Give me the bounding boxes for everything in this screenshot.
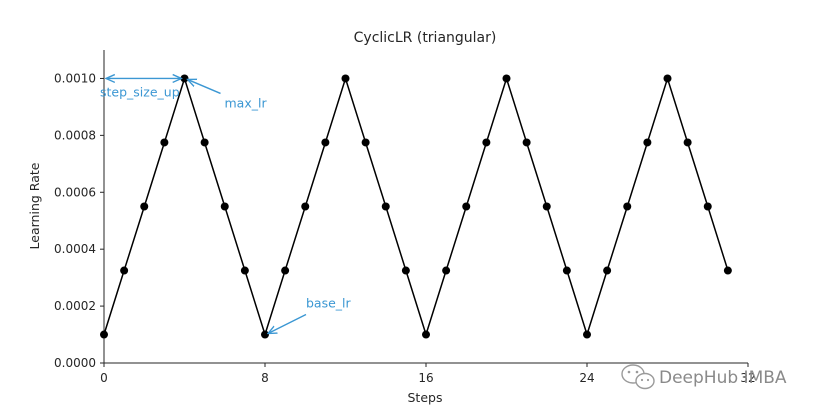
base-lr-arrow [268, 313, 307, 334]
ticks-group: 0 8 16 24 32 0.0000 0.0002 0.0004 0.0006 0.0008 0.… [54, 71, 756, 385]
max-lr-arrow [188, 79, 221, 95]
y-tick-label: 0.0000 [54, 356, 96, 370]
x-tick-label: 16 [418, 371, 433, 385]
step-size-up-label: step_size_up [100, 84, 180, 99]
data-point [462, 202, 471, 211]
series-line [103, 75, 729, 338]
data-point [321, 138, 330, 147]
data-point [663, 74, 672, 83]
y-tick-label: 0.0006 [54, 185, 96, 199]
data-point [180, 74, 189, 83]
x-tick-label: 32 [740, 371, 755, 385]
data-point [301, 202, 310, 211]
y-tick-label: 0.0004 [54, 242, 96, 256]
data-point [140, 202, 149, 211]
data-point [422, 330, 430, 339]
data-point [502, 74, 511, 83]
data-point [261, 330, 269, 339]
data-point [100, 330, 108, 339]
x-axis-label: Steps [408, 390, 443, 405]
data-point [623, 202, 632, 211]
data-point [160, 138, 169, 147]
y-axis-label: Learning Rate [27, 162, 42, 249]
data-point [643, 138, 652, 147]
annotations-group: step_size_up max_lr base_lr [100, 78, 352, 333]
data-point [401, 266, 410, 275]
data-point [240, 266, 249, 275]
x-tick-label: 8 [261, 371, 269, 385]
data-point [522, 138, 531, 147]
data-point [200, 138, 209, 147]
data-point [381, 202, 390, 211]
data-point [542, 202, 551, 211]
y-tick-label: 0.0010 [54, 71, 96, 85]
chart-title: CyclicLR (triangular) [354, 30, 497, 46]
base-lr-label: base_lr [306, 296, 352, 311]
data-point [281, 266, 290, 275]
y-tick-label: 0.0002 [54, 299, 96, 313]
series-group [100, 74, 732, 339]
data-point [220, 202, 229, 211]
data-point [703, 202, 712, 211]
data-point [683, 138, 692, 147]
data-point [361, 138, 370, 147]
data-point [341, 74, 350, 83]
watermark-text: DeepHub IMBA [659, 368, 787, 388]
y-tick-label: 0.0008 [54, 128, 96, 142]
data-point [442, 266, 451, 275]
x-tick-label: 24 [579, 371, 594, 385]
data-point [482, 138, 491, 147]
wechat-icon [621, 364, 655, 390]
data-point [723, 266, 732, 275]
x-tick-label: 0 [100, 371, 108, 385]
data-point [120, 266, 129, 275]
max-lr-label: max_lr [225, 95, 268, 110]
data-point [603, 266, 612, 275]
data-point [583, 330, 591, 339]
watermark: DeepHub IMBA [621, 364, 787, 390]
data-point [562, 266, 571, 275]
